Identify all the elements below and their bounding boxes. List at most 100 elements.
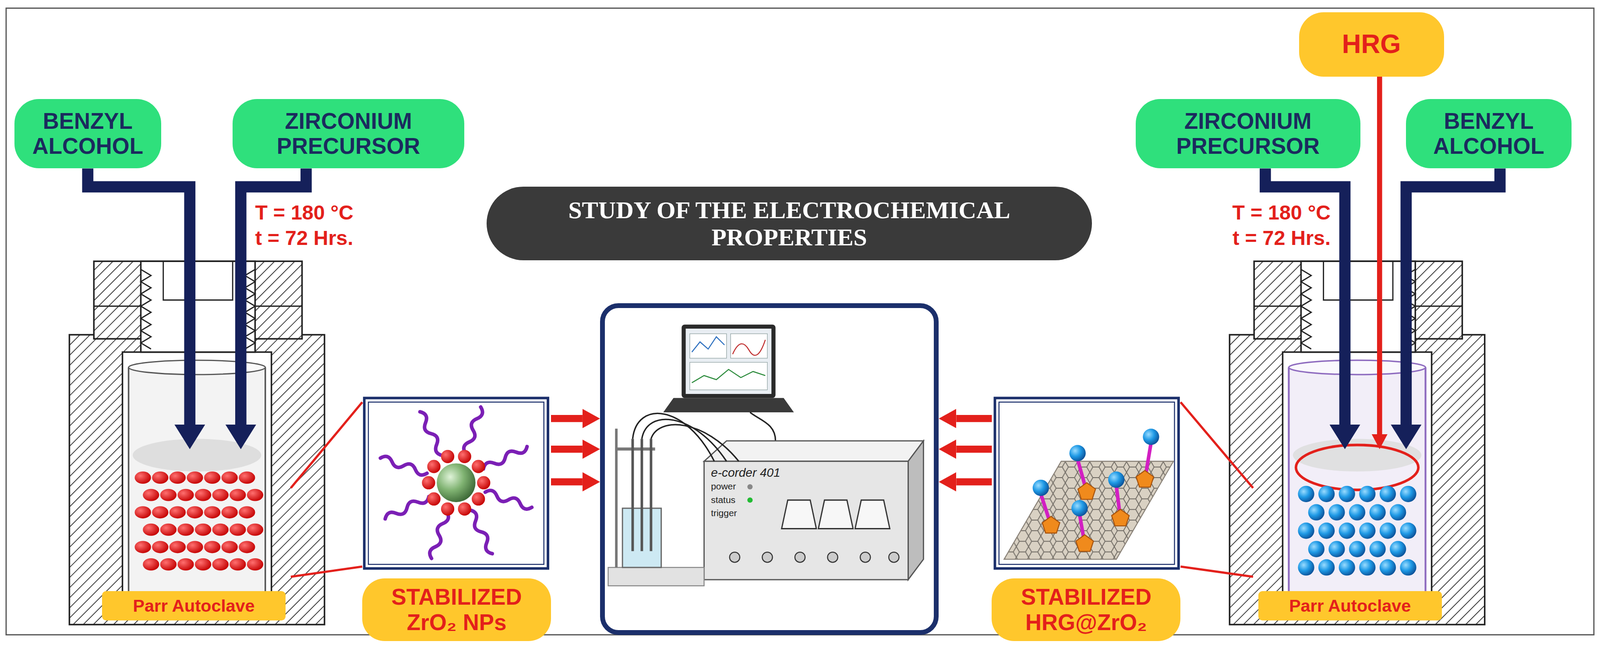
hrg-zro2-particles: [1338, 558, 1356, 576]
laptop: [692, 369, 766, 383]
electrochemical-cell: [616, 447, 656, 451]
zro2-particles: [229, 558, 246, 571]
potentiostat: [860, 551, 871, 562]
nanoparticle-inset: [436, 462, 476, 502]
zro2-particles: [134, 471, 264, 571]
graphene-inset: [1075, 534, 1094, 551]
additive-arrow: [1377, 76, 1383, 435]
nanoparticle-inset: [441, 449, 455, 463]
zro2-particles: [238, 540, 255, 553]
nanoparticle-inset: [471, 492, 485, 506]
hrg-zro2-particles: [1318, 485, 1335, 502]
hrg-zro2-particles: [1297, 485, 1314, 502]
hrg-zro2-particles: [1379, 522, 1396, 539]
hrg-zro2-particles: [1389, 540, 1406, 557]
node-text: STABILIZED HRG@ZrO₂: [991, 578, 1181, 641]
hrg-zro2-particles: [1389, 504, 1406, 521]
potentiostat: [704, 461, 909, 580]
electrochemical-cell: [608, 567, 705, 586]
potentiostat: [781, 499, 817, 529]
zro2-particles: [169, 471, 186, 484]
node-text: ZIRCONIUM PRECURSOR: [1147, 108, 1349, 159]
hrg-zro2-particles: [1359, 522, 1376, 539]
graphene-inset: [999, 402, 1175, 565]
nanoparticle-inset: [481, 443, 529, 472]
zro2-particles: [151, 505, 169, 519]
transfer-arrow: [550, 414, 583, 422]
graphene-inset: [1042, 516, 1060, 534]
laptop: [692, 336, 725, 353]
hrg-zro2-particles: [1369, 504, 1386, 521]
zro2-particles: [134, 471, 152, 484]
zoom-leader: [290, 566, 363, 577]
zro2-particles: [238, 471, 255, 484]
hrg-zro2-particles: [1297, 558, 1314, 576]
nanoparticle-inset: [421, 449, 491, 516]
hrg-zro2-particles: [1338, 522, 1356, 539]
zro2-particles: [177, 523, 194, 536]
transfer-arrow: [550, 445, 583, 453]
graphene-inset: [1032, 479, 1050, 496]
laptop: [663, 324, 794, 413]
zro2-particles: [186, 540, 203, 553]
node-text: BENZYL ALCOHOL: [1418, 108, 1560, 159]
laptop: [681, 324, 776, 399]
zro2-particles: [238, 505, 255, 519]
hrg-zro2-particles: [1399, 485, 1417, 502]
zro2-particles: [229, 488, 246, 502]
potentiostat: [747, 497, 753, 503]
connectors: [87, 76, 1500, 577]
zro2-particles: [194, 523, 212, 536]
reagent-arrow: [87, 168, 190, 425]
node-text: status: [710, 493, 736, 507]
left-autoclave: [69, 261, 325, 625]
hrg-zro2-particles: [1359, 485, 1376, 502]
zro2-particles: [169, 540, 186, 553]
node-text: trigger: [710, 506, 737, 520]
potentiostat: [827, 551, 838, 562]
zro2-particles: [204, 471, 221, 484]
nanoparticle-inset: [466, 508, 496, 555]
zro2-particles: [221, 505, 238, 519]
nanoparticle-inset: [421, 476, 435, 490]
zro2-particles: [221, 540, 238, 553]
figure-frame: [6, 8, 1594, 635]
zro2-particles: [212, 488, 229, 502]
reagent-pill: BENZYL ALCOHOL: [14, 98, 162, 169]
zro2-particles: [229, 523, 246, 536]
zro2-particles: [142, 488, 159, 502]
nanoparticle-inset: [458, 501, 472, 516]
zoom-leader: [1180, 566, 1253, 577]
node-text: HRG: [1342, 29, 1402, 60]
nanoparticle-inset: [416, 409, 446, 457]
potentiostat: [747, 483, 753, 490]
electrochemical-cell: [649, 438, 653, 551]
section-heading: STUDY OF THE ELECTROCHEMICAL PROPERTIES: [486, 186, 1092, 261]
condition-label: T = 180 °C: [1232, 201, 1331, 225]
nanoparticle-inset: [427, 510, 450, 560]
graphene-inset: [1108, 471, 1125, 488]
hrg-zro2-particles: [1308, 504, 1325, 521]
zro2-particles: [177, 558, 194, 571]
zro2-particles: [186, 505, 203, 519]
hrg-zro2-particles: [1379, 558, 1396, 576]
zro2-particles: [177, 488, 194, 502]
transfer-arrow: [956, 477, 992, 485]
graphene-inset: [1040, 442, 1152, 544]
electrochemical-cell: [632, 413, 739, 461]
transfer-arrow: [550, 477, 583, 485]
zro2-particles: [194, 488, 212, 502]
node-text: Parr Autoclave: [1258, 590, 1442, 621]
zro2-particles: [169, 505, 186, 519]
nanoparticle-inset: [368, 402, 544, 565]
left-autoclave: [132, 438, 262, 472]
zoom-leader: [290, 402, 363, 488]
potentiostat: [818, 499, 853, 529]
zro2-particles: [221, 471, 238, 484]
zro2-particles: [194, 558, 212, 571]
nanoparticle-inset: [458, 449, 472, 463]
hrg-zro2-particles: [1328, 504, 1345, 521]
electrochemical-cell: [631, 438, 635, 551]
hrg-zro2-particles: [1318, 522, 1335, 539]
